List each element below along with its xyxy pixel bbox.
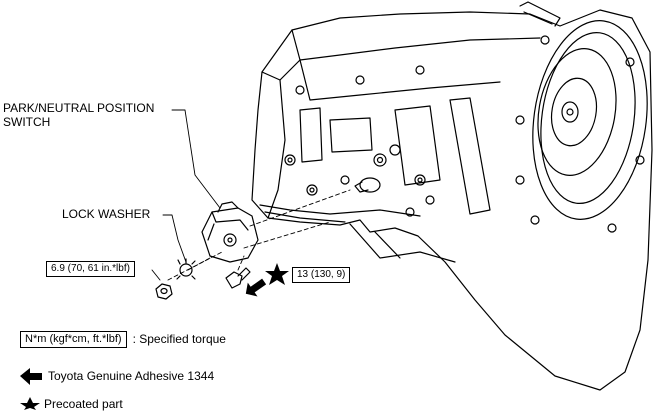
switch-label-line1: PARK/NEUTRAL POSITION [3,101,155,115]
legend-torque-unit: N*m (kgf*cm, ft.*lbf) [20,331,127,348]
nut [155,283,173,300]
park-neutral-position-switch [201,207,259,263]
nut-torque-box: 6.9 (70, 61 in.*lbf) [46,261,135,277]
precoated-star-icon [265,263,289,285]
legend-precoated-desc: Precoated part [44,397,123,411]
legend-torque: N*m (kgf*cm, ft.*lbf) : Specified torque [20,331,226,348]
adhesive-arrow-icon [245,278,267,297]
bolt-torque-box: 13 (130, 9) [292,267,351,283]
lock-washer-label: LOCK WASHER [62,207,151,221]
bolt [225,271,243,289]
transmission-case [251,9,653,391]
legend-adhesive-desc: Toyota Genuine Adhesive 1344 [48,369,215,383]
arrow-left-icon [20,368,42,385]
manual-valve-shaft [359,177,381,193]
torque-converter [537,48,617,176]
star-icon [20,397,40,410]
legend-torque-desc: : Specified torque [132,332,226,346]
lock-washer [179,263,193,277]
switch-label-line2: SWITCH [3,115,51,129]
